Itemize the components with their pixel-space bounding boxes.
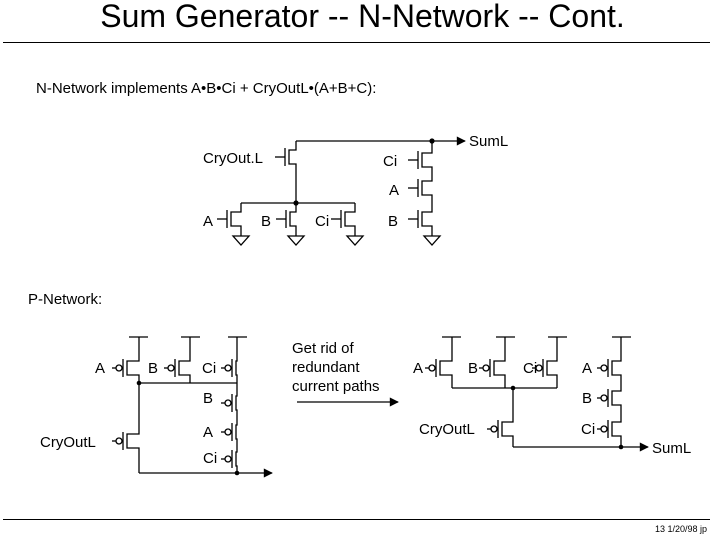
nmos-a-bottom: [217, 203, 242, 236]
nmos-b-right: [408, 205, 433, 236]
pmos-right-stack-a: [597, 337, 622, 383]
n-label-a-mid: A: [389, 182, 399, 199]
pmos-right-a: [425, 337, 453, 388]
caption-line-3: current paths: [292, 378, 380, 395]
p-left-label-a: A: [95, 360, 105, 377]
n-output-node: [429, 138, 435, 144]
pmos-a-low: [221, 420, 238, 450]
nmos-b-bottom: [276, 203, 297, 236]
n-label-a-bottom: A: [203, 213, 213, 230]
p-right-label-output: SumL: [652, 440, 691, 457]
n-label-b-right: B: [388, 213, 398, 230]
nmos-a-mid: [408, 177, 433, 205]
p-left-label-ci-top: Ci: [202, 360, 216, 377]
title-underline: [3, 42, 710, 43]
slide-footer: 13 1/20/98 jp: [654, 524, 707, 534]
pmos-ci-low: [221, 450, 238, 473]
p-left-output-node: [234, 470, 240, 476]
n-label-b-bottom: B: [261, 213, 271, 230]
pmos-right-b: [479, 337, 506, 388]
p-right-label-a: A: [413, 360, 423, 377]
pmos-right-stack-b: [597, 383, 622, 415]
caption-line-2: redundant: [292, 359, 360, 376]
p-right-label-ci: Ci: [523, 360, 537, 377]
n-label-ci-bottom: Ci: [315, 213, 329, 230]
p-network-right-schematic: [425, 336, 649, 452]
nmos-ci-top: [408, 141, 433, 177]
p-network-left-schematic: [112, 336, 273, 478]
p-right-label-ci-right: Ci: [581, 421, 595, 438]
footer-rule: [3, 519, 710, 520]
p-right-label-b-right: B: [582, 390, 592, 407]
n-mid-node: [293, 200, 299, 206]
nmos-ci-bottom: [331, 203, 356, 236]
p-right-output-node: [618, 444, 624, 450]
caption-line-1: Get rid of: [292, 340, 355, 357]
n-network-description: N-Network implements A•B•Ci + CryOutL•(A…: [36, 80, 377, 97]
p-right-label-cryoutl: CryOutL: [419, 421, 475, 438]
p-right-label-a-top-right: A: [582, 360, 592, 377]
transform-caption: Get rid of redundant current paths: [292, 340, 380, 395]
page-title: Sum Generator -- N-Network -- Cont.: [100, 0, 625, 34]
pmos-right-stack-ci: [597, 415, 622, 447]
pmos-b-mid: [221, 383, 238, 420]
pmos-a: [112, 337, 140, 383]
p-left-label-b: B: [148, 360, 158, 377]
n-label-output: SumL: [469, 133, 508, 150]
p-left-bus-node: [136, 380, 142, 386]
n-label-ci-top: Ci: [383, 153, 397, 170]
p-network-heading: P-Network:: [28, 291, 103, 308]
n-label-cryoutl: CryOut.L: [203, 150, 263, 167]
pmos-right-cryoutl: [487, 388, 514, 447]
p-left-label-b-mid: B: [203, 390, 213, 407]
p-right-label-b: B: [468, 360, 478, 377]
pmos-ci-top: [221, 337, 238, 383]
p-left-label-cryoutl: CryOutL: [40, 434, 96, 451]
p-left-label-ci-low: Ci: [203, 450, 217, 467]
nmos-cryoutl: [275, 141, 297, 175]
pmos-cryoutl: [112, 383, 140, 473]
pmos-b: [164, 337, 191, 383]
pmos-right-ci: [532, 337, 558, 388]
p-left-label-a-low: A: [203, 424, 213, 441]
p-right-bus-node: [510, 385, 516, 391]
ground-symbols: [231, 235, 442, 246]
